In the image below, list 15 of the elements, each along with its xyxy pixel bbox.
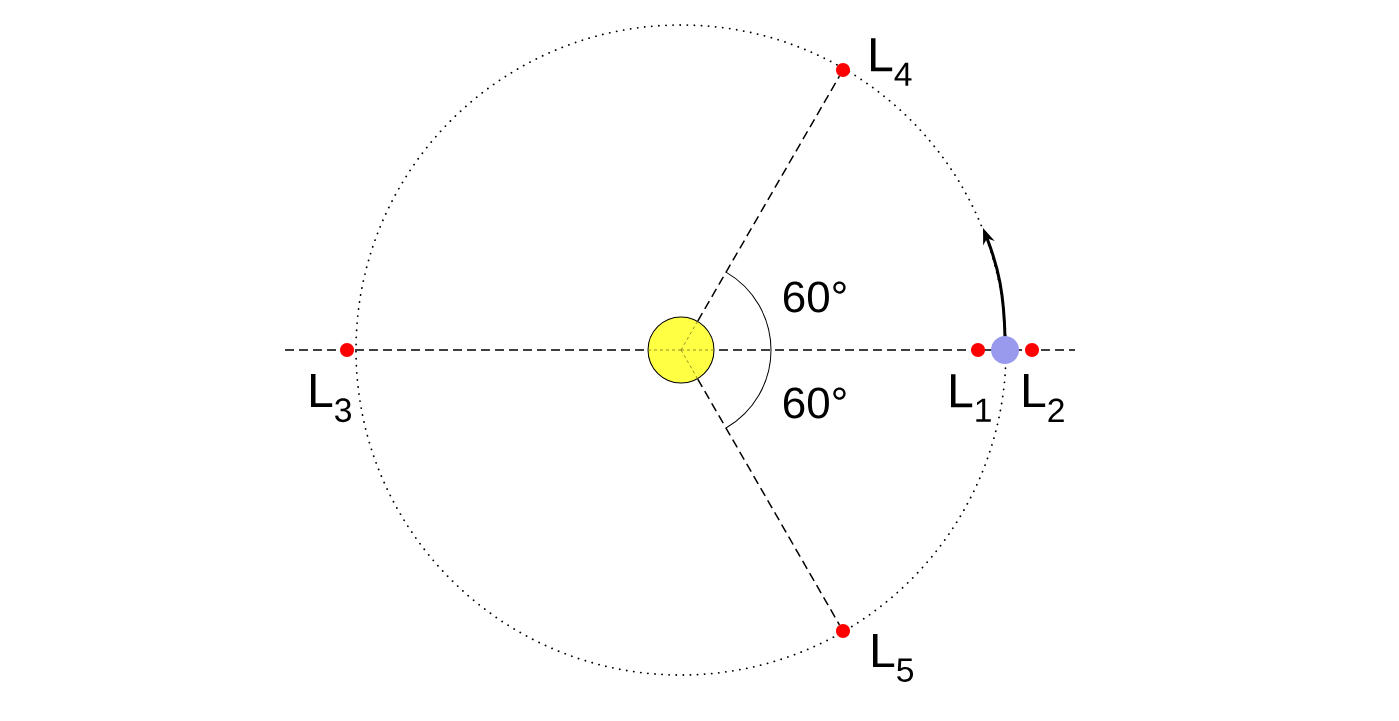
point-dot: [971, 343, 985, 357]
point-dot: [1025, 343, 1039, 357]
point-label: L$_{2}$: [1024, 374, 1064, 422]
angle-label: 60°: [783, 281, 846, 313]
angle-label: 60°: [783, 387, 846, 419]
planet-circle: [991, 336, 1019, 364]
point-dot: [836, 63, 850, 77]
point-label: L$_{4}$: [871, 38, 912, 86]
point-label: L$_{5}$: [873, 634, 914, 682]
point-label: L$_{3}$: [311, 373, 351, 423]
dashed-line: [697, 75, 841, 322]
point-dot: [340, 343, 354, 357]
point-dot: [836, 624, 850, 638]
point-label: L$_{1}$: [951, 374, 991, 422]
dashed-line: [697, 378, 841, 626]
